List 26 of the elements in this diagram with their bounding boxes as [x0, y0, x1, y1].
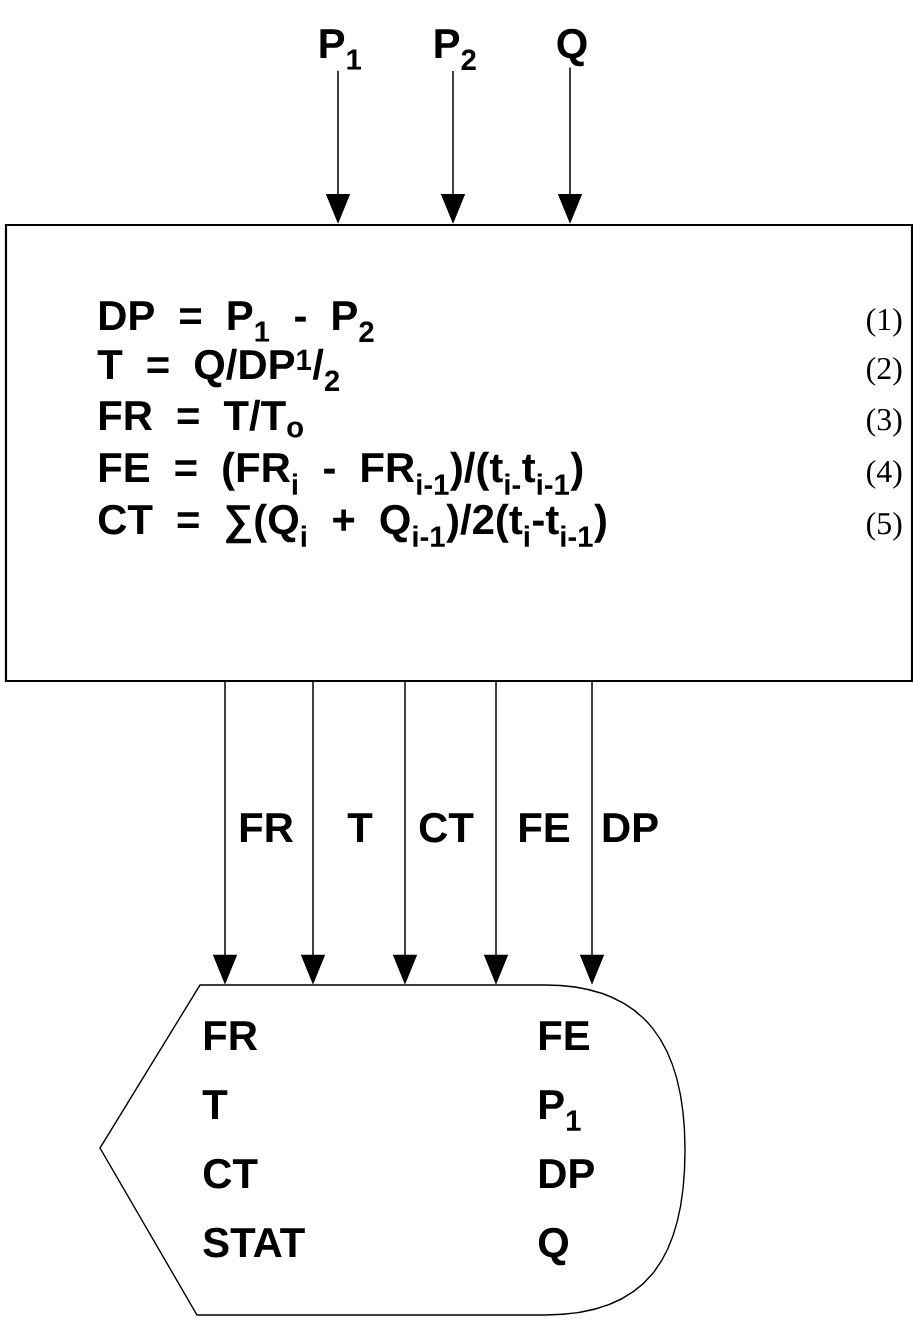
equation-number: (5)	[867, 511, 902, 541]
display-item: T	[202, 1090, 228, 1119]
input-label: Q	[557, 28, 587, 67]
display-item: Q	[538, 1227, 568, 1266]
equation: FR = T/T$_{o}$	[100, 399, 303, 438]
input-label: P$_{2}$	[435, 29, 476, 70]
equation: DP = P$_{1}$ - P$_{2}$	[100, 301, 374, 342]
display-item: STAT	[203, 1227, 305, 1258]
equation: CT = ∑(Q$_{i}$ + Q$_{i-1}$)/2(t$_{i}$-t$_{i-1}$)	[98, 503, 606, 547]
edge-label: FR	[240, 813, 294, 842]
edge-label: FE	[520, 813, 570, 842]
input-label: P$_{1}$	[320, 29, 362, 70]
edge-label: CT	[419, 812, 474, 843]
equation: FE = (FR$_{i}$ - FR$_{i-1}$)/(t$_{i-}$t$_{i-1}$)	[100, 451, 583, 495]
equation-number: (2)	[867, 356, 902, 386]
equation-number: (1)	[867, 307, 902, 337]
equation: T = Q/DP$^{1}$/$_{2}$	[97, 348, 340, 391]
equation-number: (4)	[867, 459, 902, 489]
edge-label: T	[347, 813, 373, 842]
equation-number: (3)	[867, 407, 902, 437]
display-item: CT	[203, 1158, 258, 1189]
edge-label: DP	[603, 813, 658, 842]
display-item: FR	[205, 1021, 258, 1050]
display-item: P$_{1}$	[540, 1090, 581, 1131]
display-item: DP	[540, 1159, 594, 1188]
display-item: FE	[540, 1021, 590, 1050]
